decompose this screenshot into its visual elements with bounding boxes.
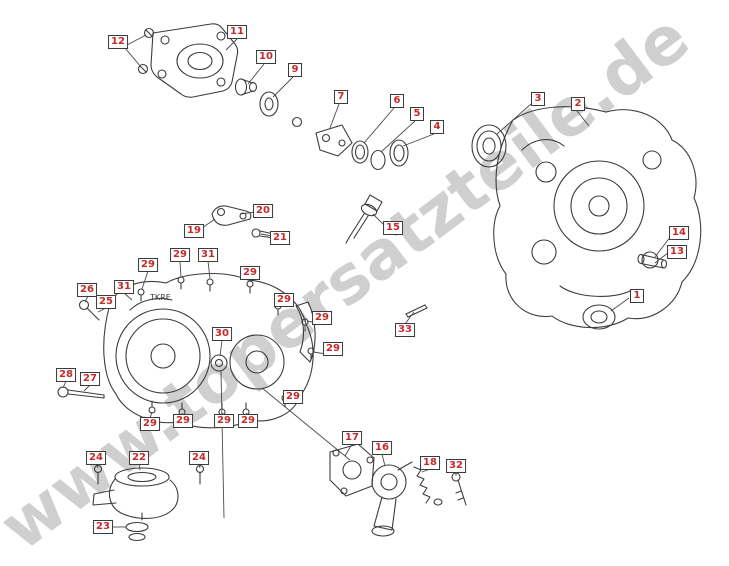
callout-22[interactable]: 22 [129,451,149,465]
part-oring-5 [370,149,386,171]
part-bolt-32 [451,472,467,506]
callout-31-2[interactable]: 31 [114,280,134,294]
callout-29-10[interactable]: 29 [214,414,234,428]
callout-23[interactable]: 23 [93,520,113,534]
part-cover-plate [150,23,239,98]
callout-25[interactable]: 25 [96,295,116,309]
callout-31-1[interactable]: 31 [198,248,218,262]
callout-29-3[interactable]: 29 [240,266,260,280]
callout-29-2[interactable]: 29 [138,258,158,272]
part-thermostat-22 [92,464,205,542]
callout-4[interactable]: 4 [430,120,444,134]
callout-11[interactable]: 11 [227,25,247,39]
callout-29-5[interactable]: 29 [312,311,332,325]
callout-29-11[interactable]: 29 [238,414,258,428]
callout-29-1[interactable]: 29 [170,248,190,262]
callout-7[interactable]: 7 [334,90,348,104]
part-oring-6 [351,140,369,164]
callout-14[interactable]: 14 [669,226,689,240]
part-pump-shaft-18 [413,466,443,506]
callout-19[interactable]: 19 [184,224,204,238]
callout-29-9[interactable]: 29 [173,414,193,428]
part-ring-4 [389,139,409,167]
part-spacer-10 [234,78,258,96]
callout-28[interactable]: 28 [56,368,76,382]
cover-emblem: TKRE [149,293,171,302]
callout-24-2[interactable]: 24 [189,451,209,465]
callout-29-4[interactable]: 29 [274,293,294,307]
callout-29-8[interactable]: 29 [140,417,160,431]
svg-text:www.topersatzteile.de: www.topersatzteile.de [0,0,703,566]
callout-21[interactable]: 21 [270,231,290,245]
leader-lines [62,34,672,528]
callout-9[interactable]: 9 [288,63,302,77]
part-bracket-19 [211,205,275,239]
callout-2[interactable]: 2 [571,97,585,111]
part-pump-body-16 [371,461,413,537]
part-flange-7 [315,124,353,157]
part-washer-30 [210,354,228,372]
callout-30[interactable]: 30 [212,327,232,341]
callout-16[interactable]: 16 [372,441,392,455]
callout-13[interactable]: 13 [667,245,687,259]
callout-10[interactable]: 10 [256,50,276,64]
part-seal-1 [582,304,616,330]
part-pin-33 [405,304,428,318]
callout-5[interactable]: 5 [410,107,424,121]
part-crankcase-2 [493,106,702,329]
callout-26[interactable]: 26 [77,283,97,297]
callout-6[interactable]: 6 [390,94,404,108]
part-oring-small [291,116,303,128]
callout-27[interactable]: 27 [80,372,100,386]
callout-18[interactable]: 18 [420,456,440,470]
callout-15[interactable]: 15 [383,221,403,235]
callout-20[interactable]: 20 [253,204,273,218]
part-bolt-27-28 [57,386,105,399]
watermark: www.topersatzteile.de [0,0,703,566]
part-bushing-9 [259,91,279,117]
callout-17[interactable]: 17 [342,431,362,445]
callout-12[interactable]: 12 [108,35,128,49]
callout-24-1[interactable]: 24 [86,451,106,465]
callout-29-7[interactable]: 29 [283,390,303,404]
callout-1[interactable]: 1 [630,289,644,303]
part-pump-cover-17 [329,443,375,497]
part-bolt-25-26 [78,299,100,321]
callout-33[interactable]: 33 [395,323,415,337]
callout-3[interactable]: 3 [531,92,545,106]
callout-29-6[interactable]: 29 [323,342,343,356]
callout-32[interactable]: 32 [446,459,466,473]
part-sensor-15 [345,194,383,244]
